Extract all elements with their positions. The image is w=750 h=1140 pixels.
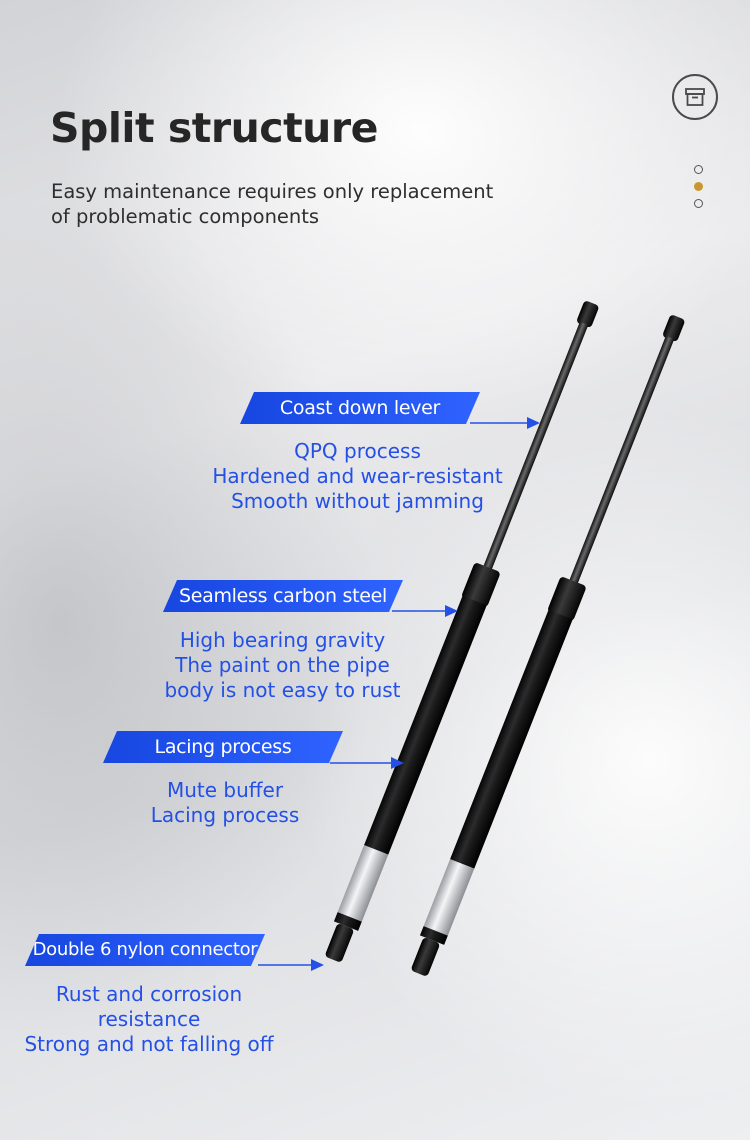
arrow-coast-down-lever-head	[527, 417, 540, 429]
feature-desc-line: resistance	[97, 1007, 201, 1031]
pointer-arrows	[258, 417, 540, 971]
strut-right-label-band	[423, 859, 475, 936]
strut-right	[411, 315, 685, 976]
subtitle-line: of problematic components	[51, 205, 320, 228]
feature-desc-coast-down-lever: QPQ process Hardened and wear-resistant …	[190, 439, 525, 514]
feature-desc-line: body is not easy to rust	[164, 678, 401, 702]
feature-desc-line: Mute buffer	[166, 778, 284, 802]
feature-desc-line: Strong and not falling off	[24, 1032, 274, 1056]
subtitle-line: Easy maintenance requires only replaceme…	[51, 180, 494, 203]
feature-desc-line: The paint on the pipe	[175, 653, 390, 677]
arrow-lacing-process-head	[391, 757, 404, 769]
feature-tag-lacing-process: Lacing process	[103, 731, 343, 763]
strut-right-piston-rod	[568, 335, 675, 587]
archive-box-icon[interactable]	[672, 74, 718, 120]
strut-right-seal-cap	[548, 577, 586, 621]
strut-right-bottom-end-fitting	[411, 938, 440, 976]
feature-tag-nylon-connector: Double 6 nylon connector	[25, 934, 265, 966]
arrow-seamless-carbon-steel-head	[445, 605, 458, 617]
strut-left-piston-rod	[482, 321, 589, 573]
strut-left-bottom-end-fitting	[325, 924, 354, 962]
strut-left	[325, 301, 599, 962]
strut-left-tube-end	[333, 912, 362, 931]
feature-tag-coast-down-lever: Coast down lever	[240, 392, 480, 424]
page-subtitle: Easy maintenance requires only replaceme…	[51, 179, 531, 229]
page-indicator-dot[interactable]	[694, 165, 703, 174]
strut-right-tube-end	[419, 926, 448, 945]
feature-desc-lacing-process: Mute buffer Lacing process	[125, 778, 325, 828]
feature-desc-line: High bearing gravity	[179, 628, 386, 652]
archive-box-glyph	[685, 88, 705, 106]
page-indicator-dot[interactable]	[694, 199, 703, 208]
feature-desc-line: Lacing process	[150, 803, 300, 827]
feature-tag-seamless-carbon-steel: Seamless carbon steel	[163, 580, 403, 612]
feature-desc-nylon-connector: Rust and corrosion resistance Strong and…	[20, 982, 278, 1057]
feature-desc-line: Hardened and wear-resistant	[212, 464, 503, 488]
feature-desc-line: QPQ process	[294, 439, 421, 463]
feature-desc-line: Rust and corrosion	[55, 982, 243, 1006]
feature-desc-line: Smooth without jamming	[231, 489, 484, 513]
strut-right-top-end-fitting	[663, 315, 685, 342]
arrow-nylon-connector-head	[311, 959, 324, 971]
page-title: Split structure	[50, 104, 378, 152]
page-indicator-dot-active[interactable]	[694, 182, 703, 191]
feature-desc-seamless-carbon-steel: High bearing gravity The paint on the pi…	[150, 628, 415, 703]
strut-right-cylinder-tube	[450, 609, 573, 869]
strut-left-top-end-fitting	[577, 301, 599, 328]
strut-left-seal-cap	[462, 563, 500, 607]
strut-left-cylinder-tube	[364, 595, 487, 855]
strut-left-label-band	[337, 845, 389, 922]
